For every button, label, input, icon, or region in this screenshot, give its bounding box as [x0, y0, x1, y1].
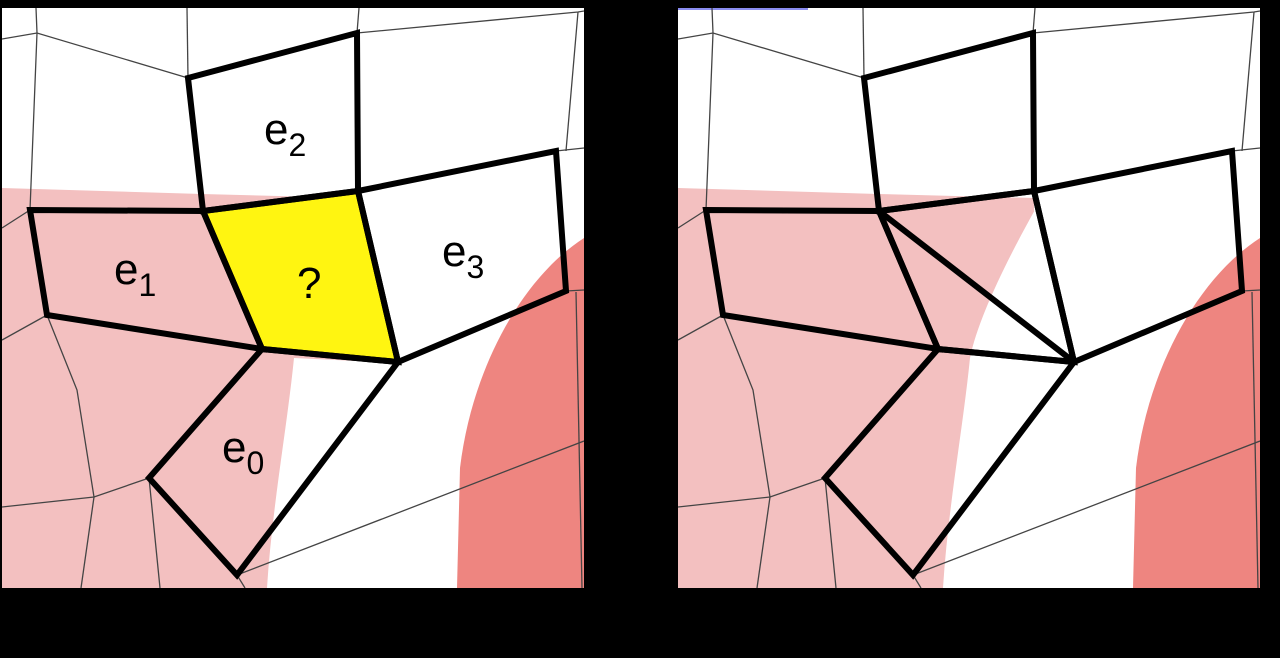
thick-element-edges — [26, 29, 570, 580]
thin-mesh-lines — [678, 8, 1260, 588]
unknown-element-label: ? — [297, 259, 322, 308]
element-e3-outline — [354, 147, 570, 367]
element-e0-outline — [820, 345, 1080, 580]
label-e0: e0 — [222, 423, 265, 481]
label-e3: e3 — [442, 227, 485, 285]
thin-mesh-lines — [2, 8, 584, 588]
light-pink-region — [678, 188, 1034, 588]
element-e0-outline — [144, 345, 404, 580]
element-e3-outline — [1030, 147, 1246, 367]
triangulation-diagonal — [877, 208, 1076, 365]
white-band — [267, 8, 584, 588]
thick-element-edges — [702, 29, 1246, 580]
mesh-panel-left: e2 e1 e3 e0 ? — [2, 8, 584, 588]
mesh-diagram-right — [678, 8, 1260, 588]
white-band — [943, 8, 1260, 588]
dark-pink-region — [457, 238, 584, 588]
mesh-diagram-left — [2, 8, 584, 588]
mesh-panel-right — [678, 8, 1260, 588]
label-e2: e2 — [264, 105, 307, 163]
dark-pink-region — [1133, 238, 1260, 588]
label-e1: e1 — [114, 245, 157, 303]
top-accent-line — [678, 8, 808, 10]
element-e2-outline — [860, 29, 1038, 215]
